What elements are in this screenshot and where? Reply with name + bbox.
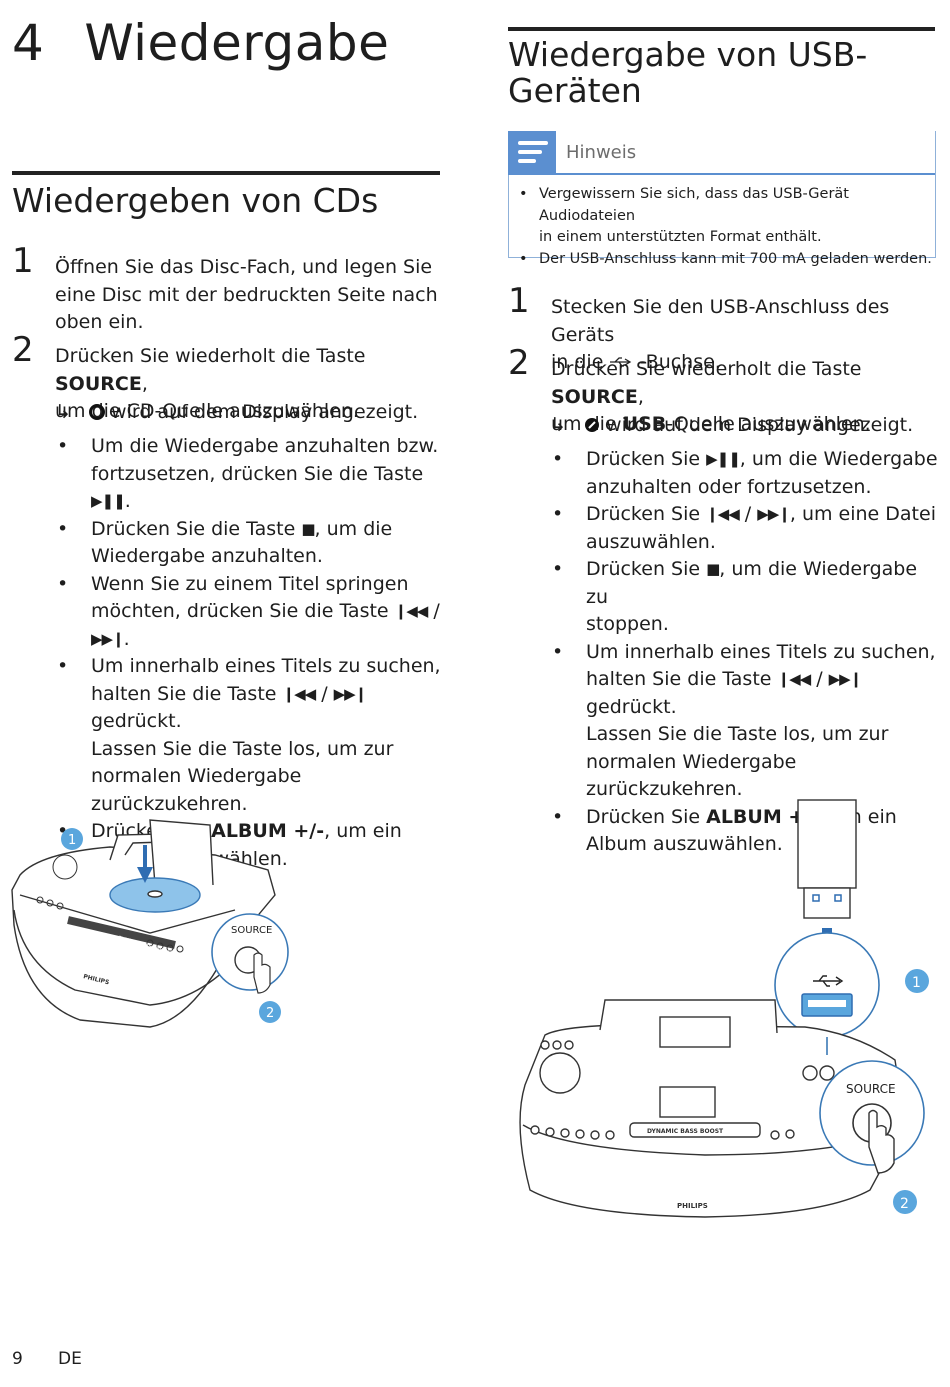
- cd-result: ↳ wird auf dem Display angezeigt.: [55, 399, 445, 427]
- callout-2: [893, 1190, 917, 1214]
- panel-label: DYNAMIC BASS BOOST: [647, 1128, 724, 1135]
- finger-icon: [253, 952, 271, 994]
- svg-text:2: 2: [266, 1006, 274, 1021]
- note-divider: [508, 173, 935, 175]
- usb-bullet-list: • Drücken Sie ▶❚❚, um die Wiedergabe anz…: [550, 446, 945, 859]
- prev-icon: ❙◀◀: [777, 670, 812, 688]
- step-number: 2: [508, 343, 530, 383]
- chapter-title: Wiedergabe: [84, 14, 390, 72]
- step-number: 2: [12, 330, 34, 370]
- usb-player-illustration: DYNAMIC BASS BOOST PHILIPS SOURCE 1 2: [519, 799, 929, 1218]
- callout-1: [905, 969, 929, 993]
- disc-icon: [89, 404, 105, 420]
- result-arrow-icon: ↳: [55, 401, 71, 423]
- callout-2: [259, 1001, 281, 1023]
- usb-mode-icon: [585, 418, 599, 432]
- list-item: • Wenn Sie zu einem Titel springen möcht…: [57, 572, 440, 650]
- step-line: um die CD-Quelle auszuwählen.: [55, 400, 359, 422]
- stop-icon: ■: [301, 519, 315, 538]
- section-rule: [508, 27, 935, 31]
- source-key: SOURCE: [55, 372, 142, 395]
- source-key: SOURCE: [551, 385, 638, 408]
- step-line: Öffnen Sie das Disc-Fach, und legen Sie: [55, 256, 433, 278]
- list-item: • Drücken Sie ▶❚❚, um die Wiedergabe anz…: [552, 448, 938, 498]
- section-rule: [12, 171, 440, 175]
- source-label: SOURCE: [231, 925, 272, 936]
- prev-icon: ❙◀◀: [282, 684, 317, 703]
- step-line: Stecken Sie den USB-Anschluss des Geräts: [551, 296, 890, 346]
- usb-stick-icon: [797, 799, 857, 889]
- play-pause-icon: ▶❚❚: [91, 492, 126, 510]
- note-list: • Vergewissern Sie sich, dass das USB-Ge…: [517, 184, 932, 270]
- stop-icon: ■: [706, 560, 720, 578]
- step-line: eine Disc mit der bedruckten Seite nach: [55, 283, 438, 306]
- note-icon: [508, 131, 556, 173]
- list-item: • Drücken Sie die Taste ■, um die Wieder…: [57, 517, 393, 568]
- section-title-cd: Wiedergeben von CDs: [12, 181, 379, 220]
- chapter-number: 4: [12, 14, 45, 72]
- list-item: • Drücken Sie ■, um die Wiedergabe zu st…: [552, 558, 918, 635]
- list-item: • Um innerhalb eines Titels zu suchen, h…: [552, 640, 936, 801]
- album-key: ALBUM +/-: [706, 805, 820, 828]
- usb-step-2: 2 Drücken Sie wiederholt die Taste SOURC…: [508, 346, 948, 435]
- play-pause-icon: ▶❚❚: [706, 450, 741, 468]
- list-item: • Drücken Sie ❙◀◀ / ▶▶❙, um eine Datei a…: [552, 503, 936, 553]
- list-item: • Um die Wiedergabe anzuhalten bzw. fort…: [57, 435, 439, 512]
- svg-text:2: 2: [900, 1196, 909, 1212]
- usb-result: ↳ wird auf dem Display angezeigt.: [550, 412, 940, 440]
- page-number: 9: [12, 1349, 23, 1369]
- step-line: in die -Buchse.: [551, 351, 721, 373]
- note-label: Hinweis: [566, 142, 637, 163]
- result-arrow-icon: ↳: [550, 414, 566, 436]
- section-title-usb: Wiedergabe von USB- Geräten: [508, 35, 868, 110]
- step-line: Drücken Sie wiederholt die Taste SOURCE,: [55, 345, 366, 395]
- list-item: • Drücken Sie ALBUM +/-, um ein Album au…: [552, 805, 897, 856]
- svg-text:1: 1: [68, 833, 76, 848]
- note-item: • Vergewissern Sie sich, dass das USB-Ge…: [519, 186, 849, 245]
- step-number: 1: [12, 241, 34, 281]
- next-icon: ▶▶❙: [333, 684, 368, 703]
- cd-player-illustration: DYNAMIC BASS BOOST PHILIPS SOURCE 1 2: [11, 819, 289, 1028]
- chapter-heading: 4 Wiedergabe: [12, 14, 389, 72]
- cd-bullet-list: • Um die Wiedergabe anzuhalten bzw. fort…: [55, 433, 450, 873]
- step-number: 1: [508, 281, 530, 321]
- next-icon: ▶▶❙: [91, 629, 125, 648]
- usb-key: USB: [622, 413, 667, 435]
- step-line: oben ein.: [55, 311, 144, 333]
- source-label: SOURCE: [846, 1082, 896, 1096]
- prev-icon: ❙◀◀: [706, 505, 740, 523]
- note-box: [508, 131, 936, 258]
- usb-step-1: 1 Stecken Sie den USB-Anschluss des Gerä…: [508, 284, 943, 373]
- note-item: • Der USB-Anschluss kann mit 700 mA gela…: [519, 250, 932, 267]
- list-item: • Um innerhalb eines Titels zu suchen, h…: [57, 655, 441, 815]
- callout-1: [61, 828, 83, 850]
- svg-text:1: 1: [912, 975, 921, 991]
- cd-step-2: 2 Drücken Sie wiederholt die Taste SOURC…: [12, 333, 447, 422]
- brand-logo: PHILIPS: [677, 1202, 708, 1210]
- usb-icon: [610, 357, 632, 367]
- finger-icon: [868, 1109, 895, 1174]
- language-code: DE: [58, 1349, 82, 1369]
- album-key: ALBUM +/-: [211, 820, 325, 842]
- step-line: um die USB-Quelle auszuwählen.: [551, 413, 871, 435]
- next-icon: ▶▶❙: [757, 505, 791, 523]
- cd-step-1: 1 Öffnen Sie das Disc-Fach, und legen Si…: [12, 244, 442, 339]
- step-line: Drücken Sie wiederholt die Taste SOURCE,: [551, 358, 862, 408]
- prev-icon: ❙◀◀: [394, 602, 429, 620]
- next-icon: ▶▶❙: [828, 670, 863, 688]
